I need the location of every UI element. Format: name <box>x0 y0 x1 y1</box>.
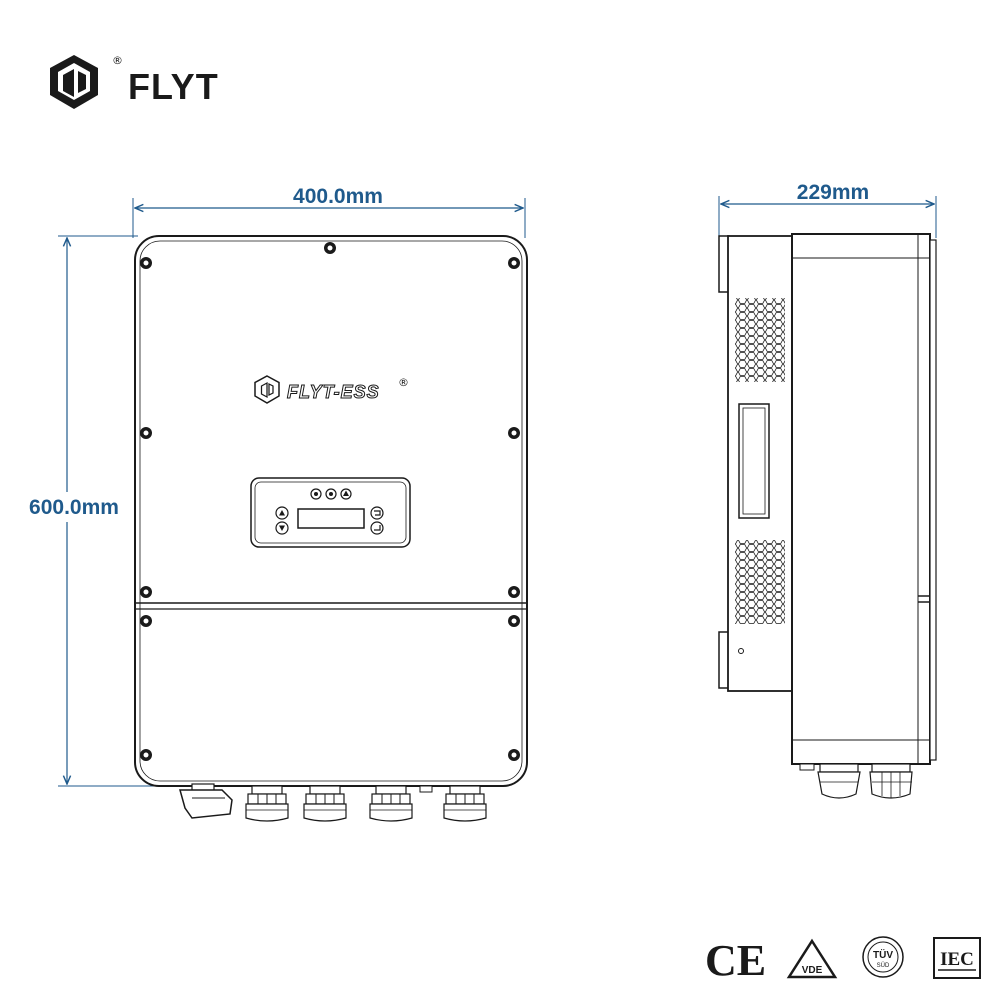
dc-switch-icon <box>179 783 233 819</box>
cable-gland-icon <box>245 785 289 822</box>
screw-icon <box>140 615 152 627</box>
cable-gland-icon <box>443 785 487 822</box>
side-depth-dimension: 229mm <box>718 181 937 238</box>
warning-led-icon <box>340 488 352 500</box>
screw-icon <box>508 749 520 761</box>
vent-grille-top <box>735 298 785 382</box>
vent-grille-bottom <box>735 540 785 624</box>
panel-brand-name: FLYT-ESS <box>287 382 380 402</box>
screw-icon <box>508 615 520 627</box>
screw-icon <box>140 257 152 269</box>
screw-icon <box>324 242 336 254</box>
flyt-cube-icon <box>50 55 98 109</box>
brand-logo: FLYT ® <box>50 54 219 109</box>
cable-gland-icon <box>303 785 347 822</box>
down-button-icon <box>275 521 289 535</box>
screw-icon <box>140 749 152 761</box>
certification-marks: CE VDE TÜV SÜD IEC <box>705 936 981 985</box>
control-panel <box>250 477 411 548</box>
lcd-display <box>297 508 365 529</box>
ce-mark-icon: CE <box>705 936 766 985</box>
side-cable-gland-icon <box>799 763 861 799</box>
screw-icon <box>508 586 520 598</box>
status-led-icon <box>325 488 337 500</box>
enter-button-icon <box>370 521 384 535</box>
side-view <box>718 233 937 799</box>
up-button-icon <box>275 506 289 520</box>
side-depth-label: 229mm <box>797 181 869 204</box>
svg-text:CE: CE <box>705 936 766 985</box>
panel-logo: FLYT-ESS ® <box>254 375 409 404</box>
iec-mark-icon: IEC <box>933 937 981 979</box>
front-width-dimension: 400.0mm <box>132 185 526 238</box>
front-view: FLYT-ESS ® <box>134 235 528 822</box>
cable-gland-icon <box>369 785 413 822</box>
side-handle <box>738 403 770 519</box>
front-height-dimension: 600.0mm <box>18 235 160 787</box>
panel-registered-mark: ® <box>398 376 409 389</box>
front-height-label: 600.0mm <box>29 496 119 519</box>
brand-name: FLYT <box>128 66 219 107</box>
flyt-cube-icon <box>254 375 280 404</box>
status-led-icon <box>310 488 322 500</box>
screw-icon <box>140 586 152 598</box>
cover-screws <box>140 242 520 761</box>
vent-valve-icon <box>419 785 433 793</box>
side-cable-gland-icon <box>869 763 913 799</box>
svg-text:TÜV: TÜV <box>873 948 893 961</box>
svg-text:SÜD: SÜD <box>877 962 890 969</box>
svg-text:IEC: IEC <box>940 949 974 970</box>
front-width-label: 400.0mm <box>293 185 383 208</box>
brand-registered-mark: ® <box>112 54 123 67</box>
tuv-sud-mark-icon: TÜV SÜD <box>862 936 904 978</box>
bottom-connectors <box>179 783 487 822</box>
screw-icon <box>140 427 152 439</box>
back-button-icon <box>370 506 384 520</box>
screw-icon <box>508 257 520 269</box>
screw-icon <box>508 427 520 439</box>
svg-text:VDE: VDE <box>802 965 823 976</box>
vde-mark-icon: VDE <box>786 938 838 979</box>
